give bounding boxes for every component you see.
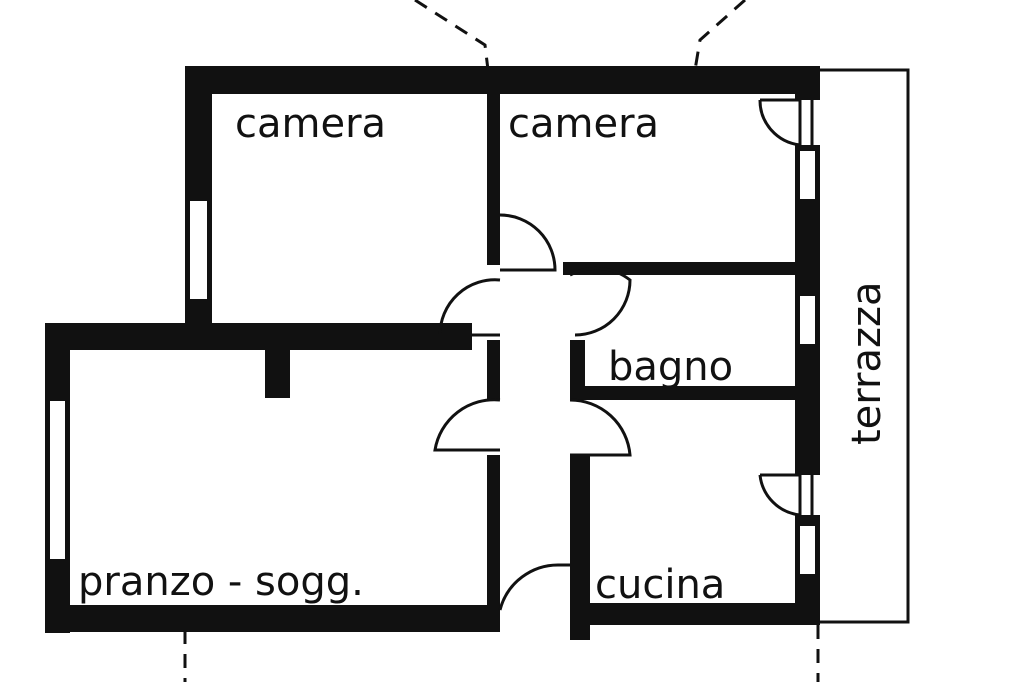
doors xyxy=(433,98,802,611)
room-label-cucina: cucina xyxy=(595,562,725,608)
room-label-pranzo-soggiorno: pranzo - sogg. xyxy=(78,559,364,605)
room-label-terrazza: terrazza xyxy=(844,282,890,446)
room-label-camera-2: camera xyxy=(508,101,659,147)
dashed-line xyxy=(414,0,490,71)
room-label-camera-1: camera xyxy=(235,101,386,147)
room-label-bagno: bagno xyxy=(608,344,733,390)
windows xyxy=(48,149,817,576)
dashed-line xyxy=(693,0,746,71)
